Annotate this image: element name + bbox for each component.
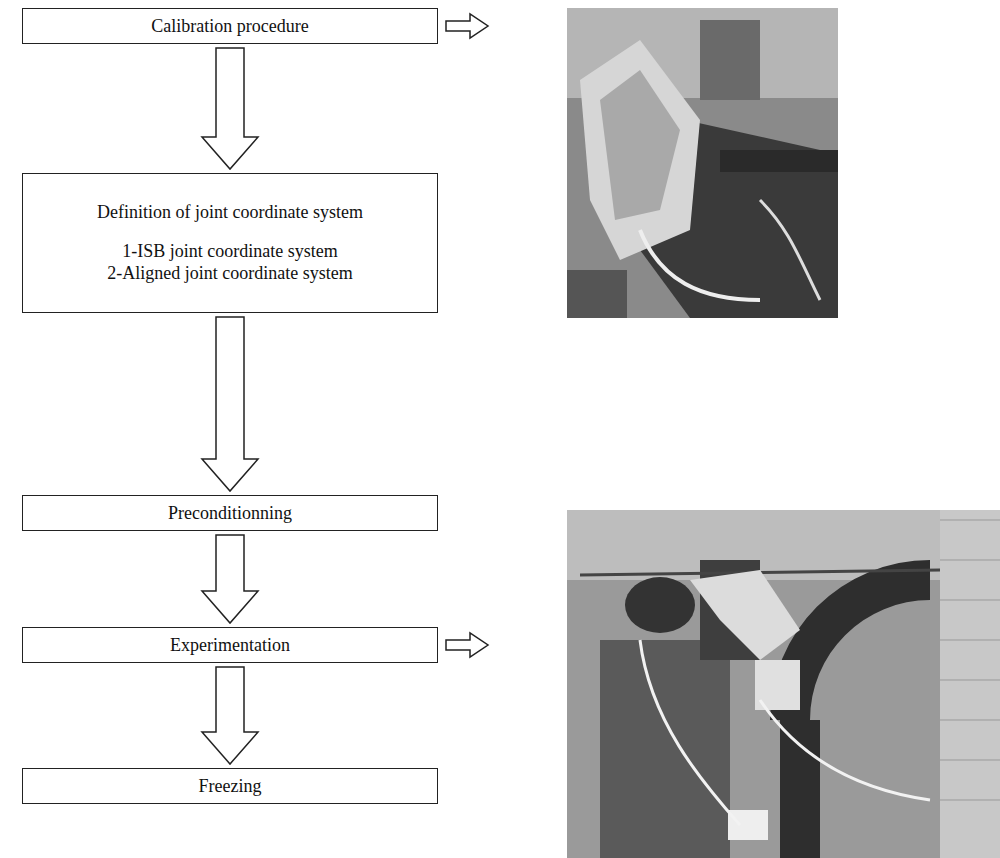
calibration-photo xyxy=(567,8,838,318)
flow-arrow xyxy=(202,667,258,764)
step-label: Calibration procedure xyxy=(151,15,308,38)
step-detail: 2-Aligned joint coordinate system xyxy=(107,262,352,285)
pointer-arrow xyxy=(446,633,488,657)
process-box: Experimentation xyxy=(22,627,438,663)
process-box: Definition of joint coordinate system 1-I… xyxy=(22,173,438,313)
experiment-photo xyxy=(567,510,1000,858)
process-box: Calibration procedure xyxy=(22,8,438,44)
step-label: Experimentation xyxy=(170,634,290,657)
pointer-arrow xyxy=(446,14,488,38)
step-detail: 1-ISB joint coordinate system xyxy=(122,240,337,263)
step-label: Definition of joint coordinate system xyxy=(97,201,363,224)
process-box: Preconditionning xyxy=(22,495,438,531)
step-label: Freezing xyxy=(199,775,262,798)
flow-arrow xyxy=(202,48,258,169)
process-box: Freezing xyxy=(22,768,438,804)
flow-arrow xyxy=(202,535,258,623)
step-label: Preconditionning xyxy=(168,502,292,525)
flow-arrow xyxy=(202,317,258,491)
